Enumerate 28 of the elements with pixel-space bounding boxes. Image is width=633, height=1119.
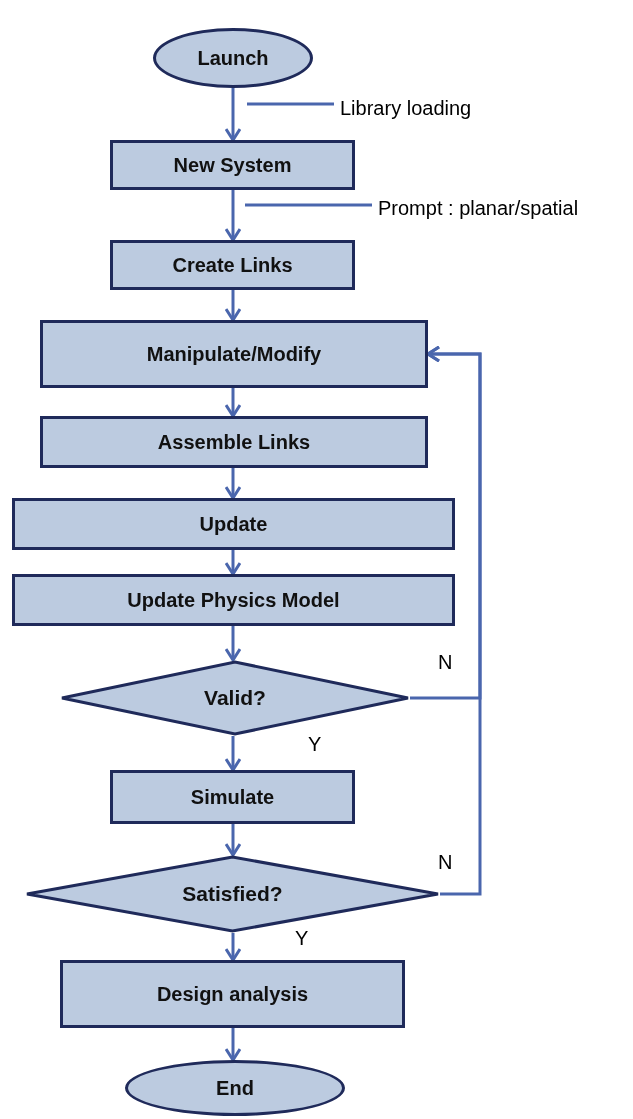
arrow — [426, 345, 482, 896]
process-box: Update — [12, 498, 455, 550]
arrow — [224, 468, 242, 500]
arrow — [224, 736, 242, 772]
arrow — [224, 388, 242, 418]
arrow — [224, 626, 242, 662]
process-box: Design analysis — [60, 960, 405, 1028]
process-box: New System — [110, 140, 355, 190]
decision-diamond: Valid? — [60, 660, 410, 736]
process-box: Manipulate/Modify — [40, 320, 428, 388]
process-box: Update Physics Model — [12, 574, 455, 626]
process-box: Create Links — [110, 240, 355, 290]
leader-line — [247, 102, 334, 106]
annotation-text: Prompt : planar/spatial — [378, 194, 633, 222]
edge-label: Y — [306, 734, 324, 754]
terminal-ellipse: End — [125, 1060, 345, 1116]
process-box: Assemble Links — [40, 416, 428, 468]
arrow — [224, 88, 242, 142]
terminal-ellipse: Launch — [153, 28, 313, 88]
arrow — [224, 550, 242, 576]
leader-line — [245, 203, 372, 207]
process-box: Simulate — [110, 770, 355, 824]
arrow — [224, 824, 242, 857]
annotation-text: Library loading — [340, 94, 520, 122]
arrow — [224, 933, 242, 962]
arrow — [224, 290, 242, 322]
arrow — [224, 1028, 242, 1062]
arrow — [224, 190, 242, 242]
